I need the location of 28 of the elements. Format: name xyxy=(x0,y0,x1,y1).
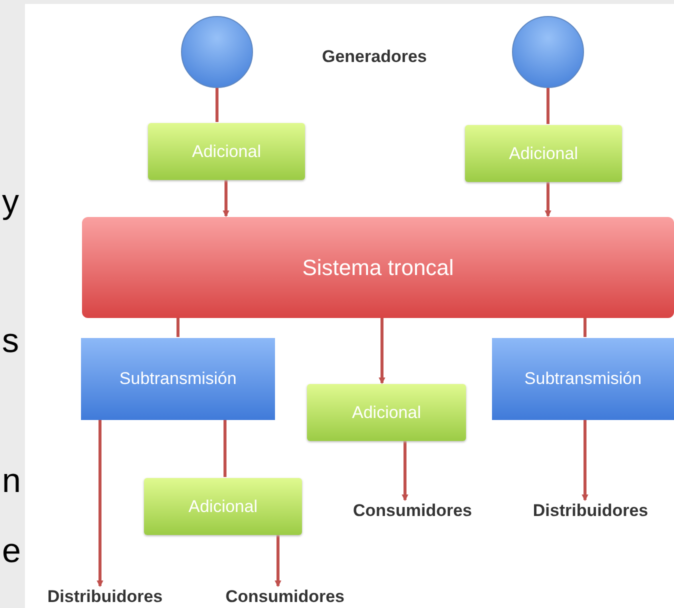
arrow xyxy=(222,180,230,218)
arrow xyxy=(582,420,588,502)
cropped-text: s xyxy=(2,322,19,361)
group-label: Generadores xyxy=(322,47,427,67)
arrow xyxy=(544,182,552,218)
arrow xyxy=(378,318,386,384)
connector-line xyxy=(546,88,550,124)
connector-line xyxy=(176,318,180,337)
process-box: Subtransmisión xyxy=(81,338,275,420)
process-box: Adicional xyxy=(307,384,466,441)
node-text: Consumidores xyxy=(335,500,490,522)
connector-line xyxy=(584,318,586,337)
cropped-text: e xyxy=(2,532,21,571)
arrow xyxy=(274,535,282,588)
node-text: Distribuidores xyxy=(513,500,668,522)
cropped-text: y xyxy=(2,183,19,222)
node-text: Consumidores xyxy=(205,586,365,608)
process-box: Adicional xyxy=(465,125,622,182)
cropped-text: n xyxy=(2,462,21,501)
connector-line xyxy=(216,88,218,122)
process-box: Adicional xyxy=(144,478,302,535)
process-box: Subtransmisión xyxy=(492,338,674,420)
arrow xyxy=(402,441,408,502)
node-text: Distribuidores xyxy=(30,586,180,608)
arrow xyxy=(96,420,104,588)
process-box: Sistema troncal xyxy=(82,217,674,318)
connector-line xyxy=(224,420,226,477)
process-box: Adicional xyxy=(148,123,305,180)
